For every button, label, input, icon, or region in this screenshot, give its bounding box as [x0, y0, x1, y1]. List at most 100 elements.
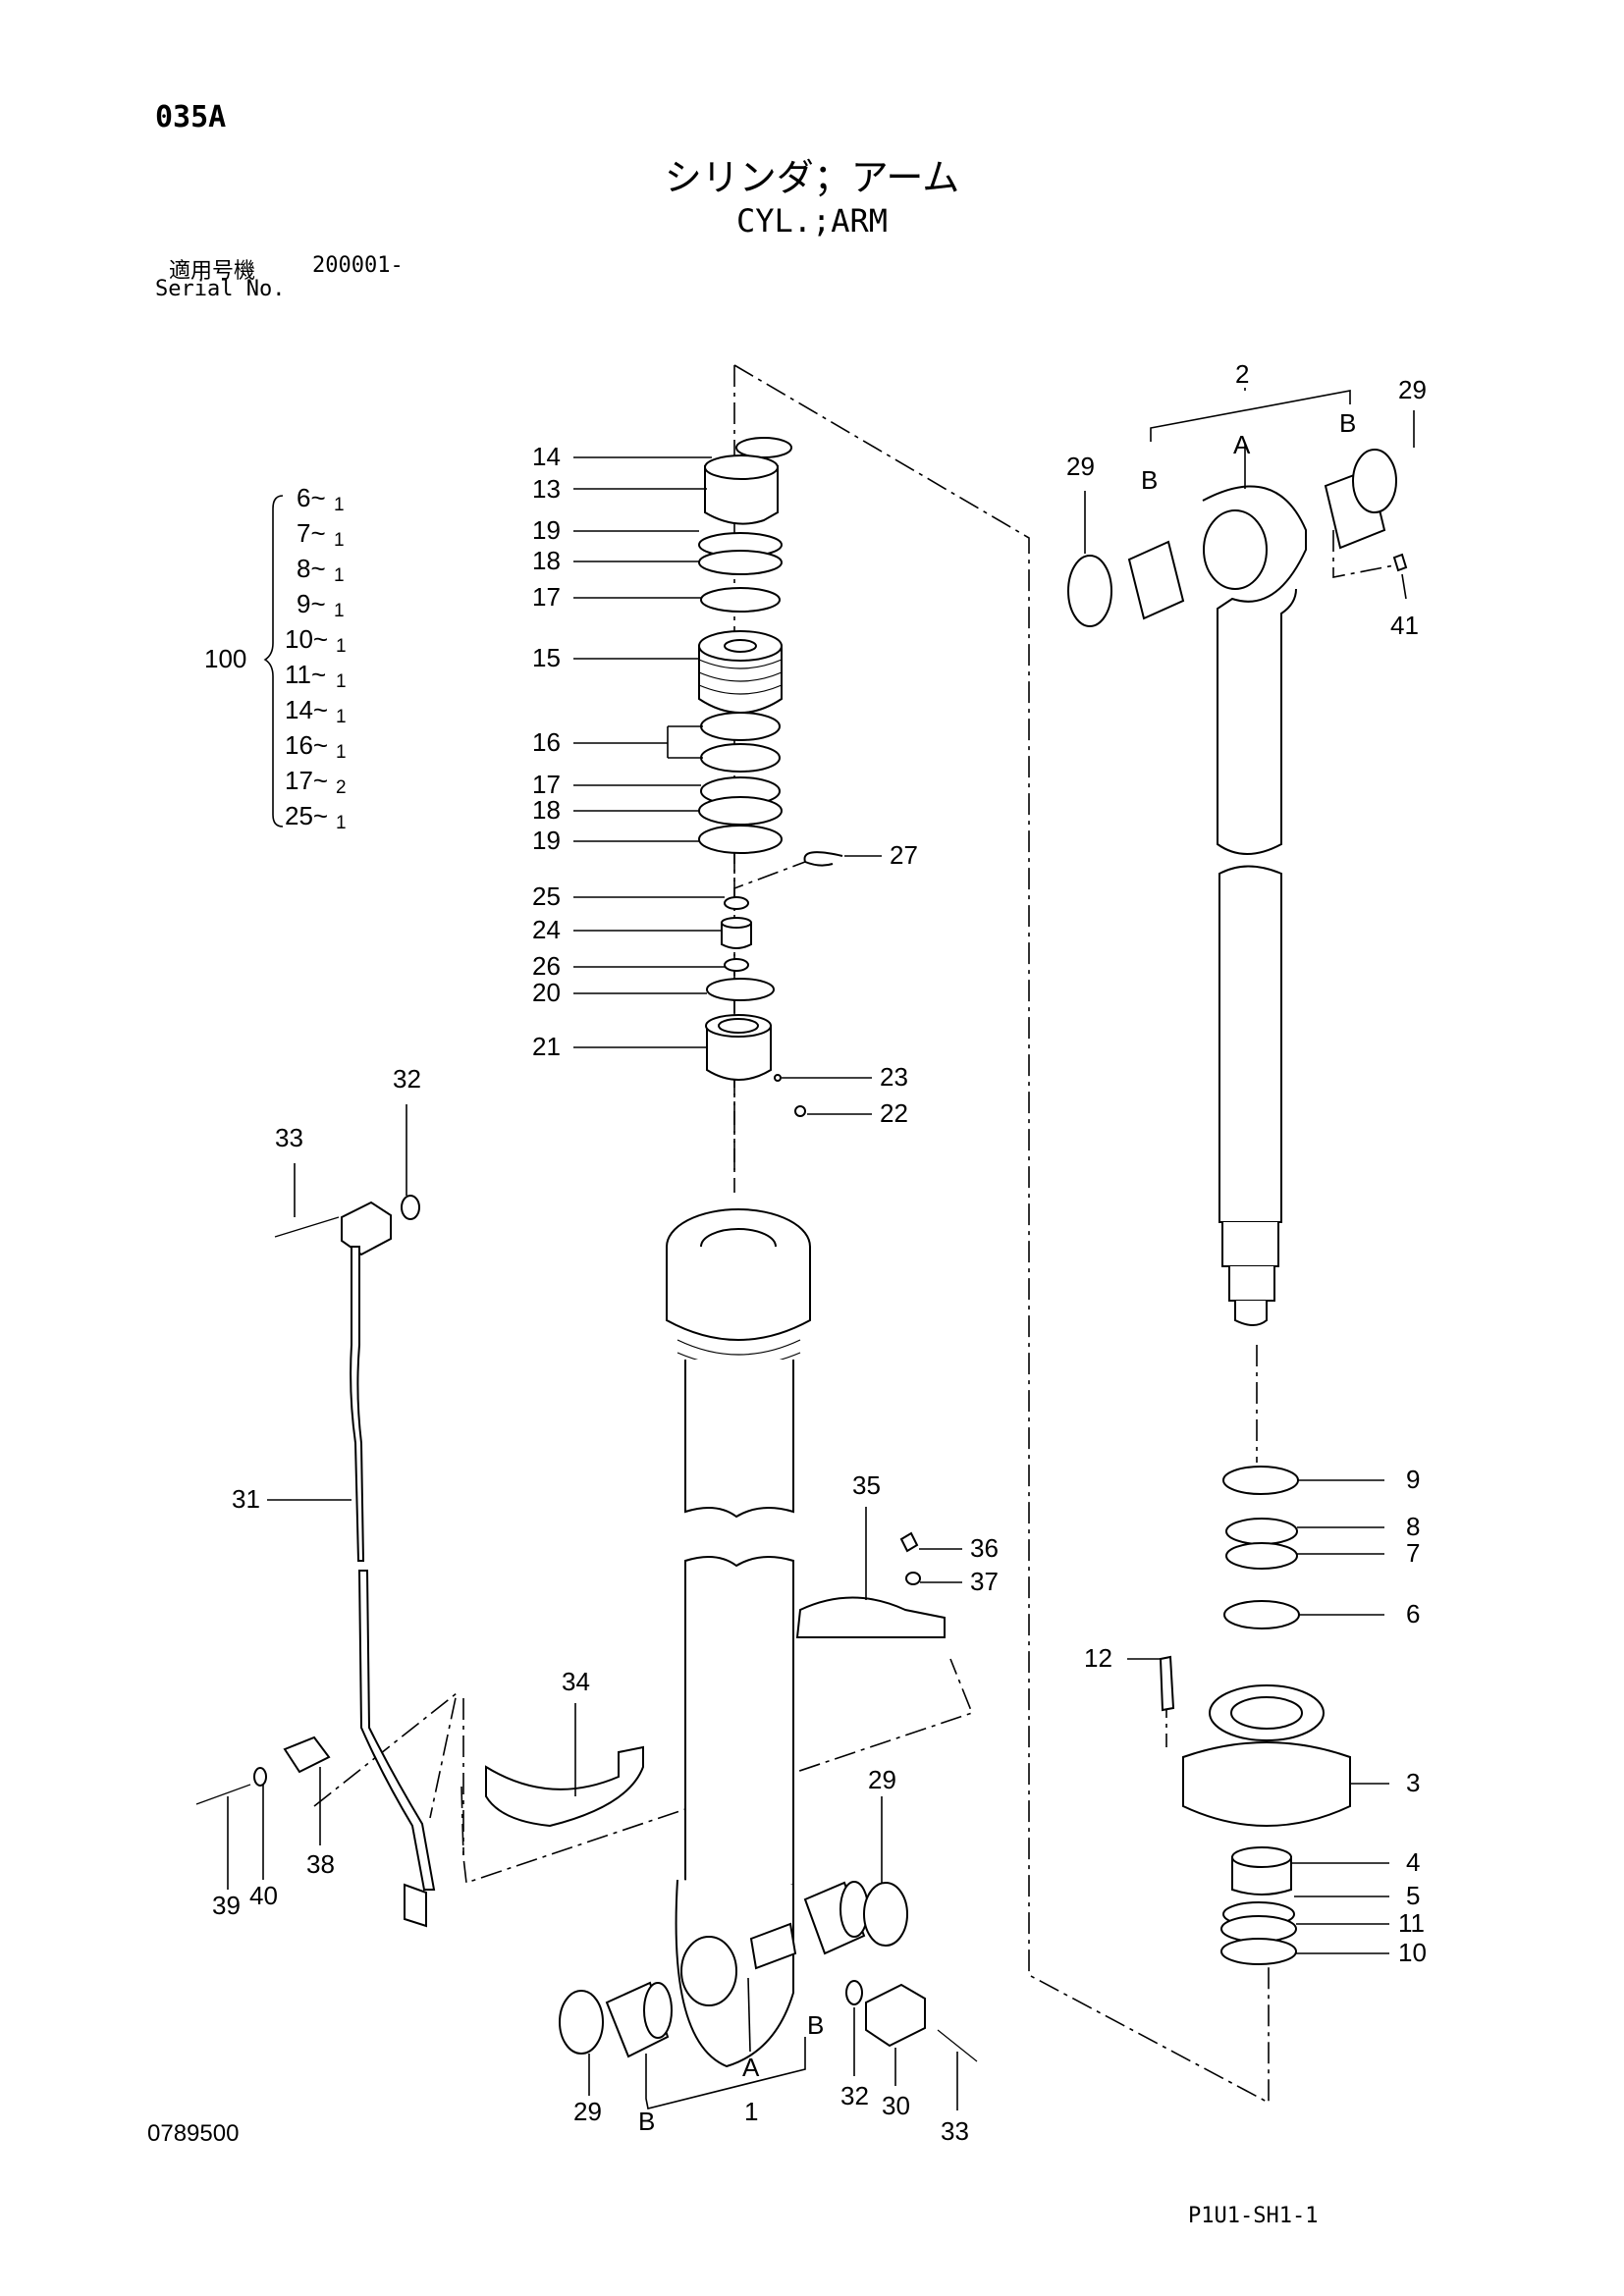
- washer-40: [253, 1767, 267, 1787]
- page-code: 035A: [155, 100, 227, 134]
- callout-41: 41: [1390, 611, 1419, 640]
- callout-B: B: [1339, 408, 1356, 438]
- callout-39: 39: [212, 1891, 241, 1920]
- kit-brace: [263, 495, 284, 828]
- callout-24: 24: [532, 915, 561, 944]
- buffer-ring-6: [1223, 1600, 1300, 1629]
- clamp-38: [283, 1735, 331, 1774]
- callout-23: 23: [880, 1062, 908, 1092]
- piston-rod: [1067, 449, 1408, 1326]
- kit-item: 6~ 1: [297, 483, 345, 515]
- bolt-39: [195, 1784, 251, 1805]
- svg-text:1: 1: [334, 565, 345, 586]
- svg-text:1: 1: [334, 495, 345, 515]
- plunger-24: [721, 922, 752, 949]
- kit-item: 16~1: [285, 730, 347, 763]
- backup-ring-19b: [698, 825, 783, 854]
- tube-end-bushings: [559, 1881, 908, 2058]
- kit-number: 100: [204, 644, 246, 673]
- callout-35: 35: [852, 1470, 881, 1500]
- callout-38: 38: [306, 1849, 335, 1879]
- callout-20: 20: [532, 978, 561, 1007]
- callout-B: B: [807, 2010, 824, 2040]
- backup-ring-8: [1225, 1518, 1298, 1545]
- svg-text:1: 1: [336, 813, 347, 833]
- bolt-33-top: [274, 1216, 340, 1238]
- svg-text:8~: 8~: [297, 554, 326, 583]
- callout-A: A: [1233, 430, 1251, 459]
- seal-29-rod-left: [1067, 555, 1112, 627]
- steel-ball-25: [724, 896, 749, 910]
- piston-seal-stack: [698, 437, 843, 1117]
- callout-B: B: [1141, 465, 1158, 495]
- kit-item: 9~1: [297, 589, 345, 621]
- callout-8: 8: [1406, 1512, 1420, 1541]
- seal-29-rod-right: [1352, 449, 1397, 513]
- callout-17: 17: [532, 770, 561, 799]
- svg-text:25~: 25~: [285, 801, 328, 830]
- spring-26: [724, 958, 749, 972]
- rod-eye: [1202, 485, 1307, 855]
- callout-29: 29: [573, 2097, 602, 2126]
- kit-item: 8~ 1: [297, 554, 345, 586]
- callout-9: 9: [1406, 1465, 1420, 1494]
- bushing-b-rod-left: [1127, 540, 1185, 620]
- lower-flange: [845, 1980, 978, 2062]
- title-english: CYL.;ARM: [735, 202, 889, 240]
- svg-text:6~: 6~: [297, 483, 326, 512]
- document-number: 0789500: [147, 2120, 240, 2147]
- callout-40: 40: [249, 1881, 278, 1910]
- callout-A: A: [742, 2053, 760, 2082]
- cylinder-tube: [666, 1208, 811, 2068]
- callout-3: 3: [1406, 1768, 1420, 1797]
- callout-34: 34: [562, 1667, 590, 1696]
- callout-29: 29: [868, 1765, 896, 1794]
- svg-text:1: 1: [336, 636, 347, 657]
- callout-18: 18: [532, 795, 561, 825]
- callout-29: 29: [1066, 452, 1095, 481]
- flange-30-top: [341, 1201, 392, 1256]
- callout-30: 30: [882, 2091, 910, 2120]
- steel-ball-23: [774, 1074, 782, 1082]
- callout-13: 13: [532, 474, 561, 504]
- o-ring-10: [1220, 1938, 1297, 1965]
- band-34: [485, 1745, 644, 1828]
- callout-12: 12: [1084, 1643, 1112, 1673]
- callout-33: 33: [275, 1123, 303, 1152]
- seal-ring-18b: [698, 796, 783, 826]
- svg-text:1: 1: [336, 671, 347, 692]
- callout-2: 2: [1235, 359, 1249, 389]
- flange-30-bottom: [865, 1983, 926, 2048]
- callout-31: 31: [232, 1484, 260, 1514]
- slide-ring-16: [700, 712, 781, 741]
- kit-item: 14~1: [285, 695, 347, 727]
- kit-item: 10~1: [285, 624, 347, 657]
- callout-16: 16: [532, 727, 561, 757]
- seal-ring-18: [698, 550, 783, 575]
- o-ring-17: [700, 587, 781, 613]
- pipe-assembly: [274, 1195, 436, 1928]
- callout-37: 37: [970, 1567, 999, 1596]
- svg-text:11~: 11~: [285, 660, 326, 689]
- callout-25: 25: [532, 881, 561, 911]
- leader-lines: [227, 388, 1415, 2110]
- u-ring-7: [1225, 1542, 1298, 1570]
- callout-33: 33: [941, 2116, 969, 2146]
- callout-36: 36: [970, 1533, 999, 1563]
- pipe-31-upper: [350, 1246, 365, 1562]
- seal-kit-list: 100 6~1 7~1 8~1 9~1 10~1 11~1 14~1 16~1 …: [204, 483, 347, 833]
- callout-18: 18: [532, 546, 561, 575]
- callout-26: 26: [532, 951, 561, 981]
- callout-6: 6: [1406, 1599, 1420, 1629]
- callout-1: 1: [744, 2097, 758, 2126]
- set-screw-22: [794, 1105, 806, 1117]
- callout-7: 7: [1406, 1538, 1420, 1568]
- wear-ring-14: [735, 437, 792, 458]
- pipe-fitting: [404, 1883, 427, 1928]
- svg-text:1: 1: [336, 707, 347, 727]
- serial-label-japanese: 適用号機: [169, 259, 256, 284]
- serial-label-english: Serial No.: [155, 277, 286, 301]
- rod-head-seals: [1159, 1466, 1351, 1965]
- serial-number-range: 200001-: [312, 253, 404, 278]
